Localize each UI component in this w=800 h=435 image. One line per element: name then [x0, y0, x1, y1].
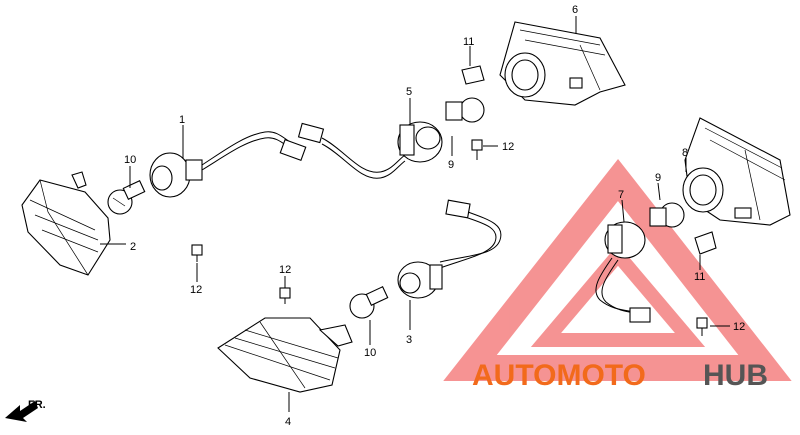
callout-3: 3	[406, 334, 412, 346]
callout-1: 1	[179, 114, 185, 126]
callout-12-top: 12	[502, 141, 514, 153]
direction-label: FR.	[28, 399, 46, 411]
lower-front-lens	[217, 317, 353, 393]
callout-11-right: 11	[694, 271, 705, 283]
socket-7	[595, 221, 651, 323]
callout-12-right: 12	[733, 321, 745, 333]
callout-9-right: 9	[655, 172, 661, 184]
watermark-word-2: HUB	[703, 359, 768, 392]
watermark-text: AUTOMOTO HUB	[472, 359, 768, 392]
callouts: 1 2 3 4 5 6 7 8 9 9 10 10 11 11 12 12 12…	[124, 4, 745, 428]
callout-4: 4	[285, 416, 291, 428]
screw-center	[279, 287, 291, 304]
front-direction-arrow: FR.	[5, 399, 46, 422]
screw-top	[471, 139, 483, 160]
socket-3	[397, 199, 502, 299]
socket-1	[149, 131, 307, 198]
rear-housing-6	[499, 21, 626, 106]
callout-9-top: 9	[448, 159, 454, 171]
callout-7: 7	[618, 189, 624, 201]
callout-2: 2	[130, 241, 136, 253]
clip-right	[694, 231, 717, 255]
clip-top	[461, 65, 485, 85]
screw-right	[696, 317, 708, 336]
bulb-left	[107, 180, 146, 215]
callout-6: 6	[572, 4, 578, 16]
rear-housing-8	[682, 117, 791, 226]
callout-12-center: 12	[279, 264, 291, 276]
callout-11-top: 11	[463, 36, 474, 48]
callout-10-center: 10	[364, 347, 376, 359]
screw-left	[191, 244, 203, 262]
connector-5-wire	[297, 122, 406, 179]
bulb-right	[649, 202, 685, 228]
callout-8: 8	[682, 147, 688, 159]
watermark-logo	[443, 158, 792, 381]
bulb-top	[445, 97, 485, 123]
bulb-center	[349, 286, 389, 319]
callout-12-left: 12	[190, 284, 202, 296]
leader-lines	[100, 16, 730, 412]
callout-5: 5	[406, 86, 412, 98]
callout-10-left: 10	[124, 154, 136, 166]
watermark-word-1: AUTOMOTO	[472, 359, 646, 392]
left-front-lens	[21, 171, 111, 276]
socket-5	[397, 121, 443, 163]
